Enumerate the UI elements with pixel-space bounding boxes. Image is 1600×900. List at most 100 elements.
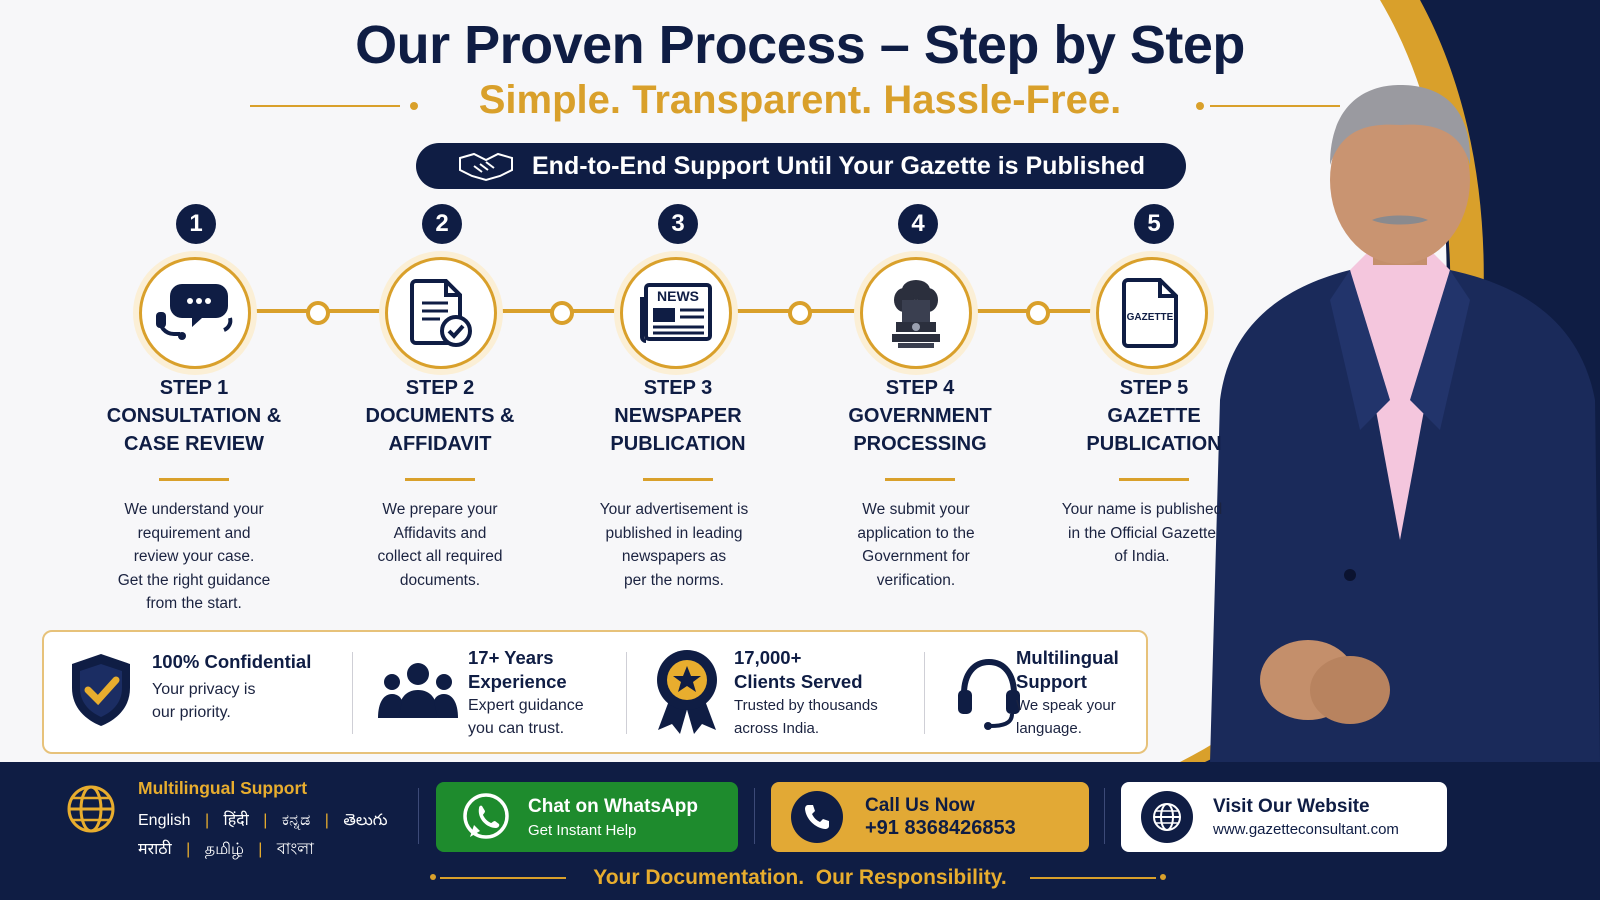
feature-desc: Expert guidance	[468, 697, 584, 714]
features-panel: 100% Confidential Your privacy is our pr…	[42, 630, 1148, 754]
step-2-description: We prepare your Affidavits and collect a…	[330, 498, 550, 592]
step-title-line: DOCUMENTS &	[365, 405, 515, 427]
desc-line: We submit your	[862, 501, 970, 518]
timeline-dot	[306, 301, 330, 325]
step-3-title: STEP 3 NEWSPAPER PUBLICATION	[568, 374, 788, 458]
step-3-description: Your advertisement is published in leadi…	[564, 498, 784, 592]
subtitle-right-rule	[1210, 105, 1340, 107]
desc-line: per the norms.	[624, 571, 724, 589]
support-banner-text: End-to-End Support Until Your Gazette is…	[532, 151, 1145, 180]
feature-title: 17,000+	[734, 647, 802, 668]
support-banner: End-to-End Support Until Your Gazette is…	[416, 143, 1186, 189]
feature-divider	[924, 652, 925, 734]
feature-title: 100% Confidential	[152, 651, 312, 672]
globe-icon	[1153, 803, 1181, 831]
step-title-line: PUBLICATION	[1086, 433, 1222, 455]
desc-line: newspapers as	[621, 548, 727, 565]
step-title-line: CASE REVIEW	[123, 433, 265, 455]
globe-icon	[67, 785, 115, 833]
step-label: STEP 4	[885, 377, 955, 399]
step-4-description: We submit your application to the Govern…	[806, 498, 1026, 592]
desc-line: Your advertisement is	[599, 501, 749, 518]
visit-website-button[interactable]: Visit Our Website www.gazetteconsultant.…	[1121, 782, 1447, 852]
step-title-line: NEWSPAPER	[614, 405, 742, 427]
step-1-description: We understand your requirement and revie…	[84, 498, 304, 616]
step-number: 1	[176, 204, 216, 244]
feature-desc: Trusted by thousands	[734, 697, 878, 714]
step-label: STEP 1	[159, 377, 229, 399]
language-item[interactable]: ಕನ್ನಡ	[281, 812, 311, 829]
phone-icon-circle	[791, 791, 843, 843]
language-item[interactable]: हिंदी	[223, 812, 249, 829]
feature-title: Support	[1016, 671, 1087, 692]
feature-desc: language.	[1016, 720, 1082, 737]
whatsapp-chat-button[interactable]: Chat on WhatsApp Get Instant Help	[436, 782, 738, 852]
desc-line: of India.	[1114, 548, 1170, 565]
call-button-title: Call Us Now	[865, 794, 975, 816]
website-icon-circle	[1141, 791, 1193, 843]
step-icon-circle	[385, 257, 497, 369]
consultant-photo	[1210, 85, 1600, 762]
document-check-icon	[410, 279, 472, 347]
page-subtitle: Simple. Transparent. Hassle-Free.	[478, 78, 1122, 122]
language-item[interactable]: English	[138, 812, 191, 829]
desc-line: Affidavits and	[393, 524, 487, 542]
feature-desc: Your privacy is	[152, 681, 256, 698]
step-title-line: GOVERNMENT	[848, 405, 992, 427]
newspaper-icon: NEWS	[640, 283, 712, 343]
step-icon-circle: GAZETTE	[1096, 257, 1208, 369]
handshake-icon	[459, 152, 513, 182]
desc-line: from the start.	[146, 595, 242, 612]
tagline-left-dot	[430, 874, 436, 880]
footer-divider	[418, 788, 419, 844]
call-button-phone: +91 8368426853	[865, 816, 1016, 839]
feature-title: 17+ Years	[468, 647, 554, 668]
tagline-right-dot	[1160, 874, 1166, 880]
language-item[interactable]: தமிழ்	[204, 841, 244, 858]
subtitle-left-dot	[410, 102, 418, 110]
step-label: STEP 2	[405, 377, 475, 399]
desc-line: We understand your	[124, 501, 264, 518]
feature-title: Multilingual	[1016, 647, 1119, 668]
step-icon-circle	[139, 257, 251, 369]
step-divider	[159, 478, 229, 481]
tagline-left-rule	[440, 877, 566, 879]
step-5-title: STEP 5 GAZETTE PUBLICATION	[1044, 374, 1264, 458]
desc-line: verification.	[876, 571, 956, 589]
step-number: 2	[422, 204, 462, 244]
desc-line: application to the	[857, 524, 975, 542]
desc-line: Your name is published	[1061, 501, 1223, 518]
step-5-description: Your name is published in the Official G…	[1032, 498, 1252, 569]
step-4-title: STEP 4 GOVERNMENT PROCESSING	[810, 374, 1030, 458]
desc-line: in the Official Gazette	[1068, 524, 1216, 542]
step-divider	[1119, 478, 1189, 481]
language-item[interactable]: বাংলা	[276, 841, 314, 858]
footer-divider	[1104, 788, 1105, 844]
timeline-dot	[788, 301, 812, 325]
whatsapp-icon	[463, 793, 509, 839]
call-us-button[interactable]: Call Us Now +91 8368426853	[771, 782, 1089, 852]
language-item[interactable]: मराठी	[138, 841, 172, 858]
timeline-dot	[550, 301, 574, 325]
feature-divider	[352, 652, 353, 734]
desc-line: published in leading	[605, 524, 743, 542]
feature-divider	[626, 652, 627, 734]
feature-title: Clients Served	[734, 671, 863, 692]
step-title-line: GAZETTE	[1107, 405, 1201, 427]
feature-desc: across India.	[734, 720, 820, 737]
subtitle-right-dot	[1196, 102, 1204, 110]
whatsapp-button-subtitle: Get Instant Help	[528, 821, 637, 839]
language-item[interactable]: తెలుగు	[343, 812, 388, 829]
step-label: STEP 3	[643, 377, 713, 399]
step-1-title: STEP 1 CONSULTATION & CASE REVIEW	[84, 374, 304, 458]
website-button-title: Visit Our Website	[1213, 796, 1370, 817]
footer-tagline: Your Documentation. Our Responsibility.	[593, 866, 1007, 889]
website-url[interactable]: www.gazetteconsultant.com	[1213, 821, 1399, 838]
step-label: STEP 5	[1119, 377, 1189, 399]
step-divider	[405, 478, 475, 481]
national-emblem-icon	[892, 280, 940, 348]
desc-line: Get the right guidance	[117, 571, 271, 589]
desc-line: collect all required	[377, 548, 503, 565]
step-title-line: CONSULTATION &	[106, 405, 282, 427]
step-icon-circle	[860, 257, 972, 369]
